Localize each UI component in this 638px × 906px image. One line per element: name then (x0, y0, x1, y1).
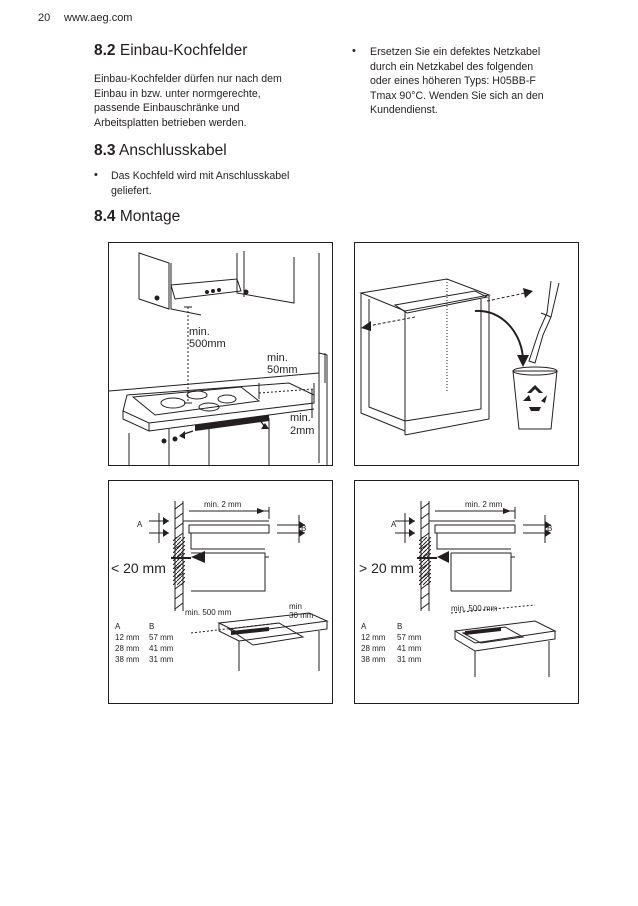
text-line: Tmax 90°C. Wenden Sie sich an den (370, 89, 544, 102)
table-cell: 12 mm (115, 633, 140, 642)
label-min-50-a: min. (267, 352, 288, 364)
text-line: passende Einbauschränke und (94, 102, 240, 115)
top-dim-label: min. 2 mm (465, 500, 503, 509)
label-min-2-a: min. (290, 412, 311, 424)
text-line: geliefert. (111, 184, 152, 197)
table-cell: 41 mm (397, 644, 422, 653)
gap-text: < 20 mm (111, 560, 166, 576)
table-cell: 57 mm (397, 633, 422, 642)
table-cell: 38 mm (115, 655, 140, 664)
section-number: 8.4 (94, 208, 116, 225)
section-title: Anschlusskabel (119, 142, 227, 159)
section-8-4-heading: 8.4 Montage (94, 208, 180, 226)
section-title: Montage (119, 208, 181, 225)
site-url: www.aeg.com (64, 12, 133, 24)
gap-more-20-drawing: min. 2 mm A B > 20 mm min. 500 mm A B 12… (359, 500, 557, 677)
label-min-500-b: 500mm (189, 338, 226, 350)
text-line: Einbau in bzw. unter normgerechte, (94, 87, 261, 100)
label-a: A (391, 520, 397, 529)
label-min-50-b: 50mm (267, 364, 298, 376)
figure-disposal (354, 242, 579, 466)
gap-text: > 20 mm (359, 560, 414, 576)
figure-kitchen-clearance: min. 500mm min. 50mm min. 2mm (108, 242, 333, 466)
table-cell: 12 mm (361, 633, 386, 642)
figure-gap-less-20: min. 2 mm A B < 20 mm min. 500 mm min 30… (108, 480, 333, 704)
table-cell: 31 mm (149, 655, 174, 664)
bullet-dot: • (94, 169, 98, 181)
depth-dim-label: min. 500 mm (185, 608, 232, 617)
table-cell: 57 mm (149, 633, 174, 642)
section-title: Einbau-Kochfelder (119, 42, 248, 59)
bullet-dot: • (352, 45, 356, 57)
section-number: 8.2 (94, 42, 116, 59)
label-min-2-b: 2mm (290, 425, 314, 437)
top-dim-label: min. 2 mm (204, 500, 242, 509)
kitchen-clearance-drawing: min. 500mm min. 50mm min. 2mm (108, 251, 328, 465)
table-header-b: B (397, 622, 402, 631)
section-8-2-text: Einbau-Kochfelder dürfen nur nach dem Ei… (94, 72, 282, 130)
text-line: Ersetzen Sie ein defektes Netzkabel (370, 46, 541, 58)
gap-less-20-drawing: min. 2 mm A B < 20 mm min. 500 mm min 30… (111, 500, 329, 671)
table-cell: 41 mm (149, 644, 174, 653)
text-line: durch ein Netzkabel des folgenden (370, 60, 534, 73)
section-8-3-text: Das Kochfeld wird mit Anschlusskabel gel… (111, 169, 289, 198)
table-cell: 38 mm (361, 655, 386, 664)
text-line: Kundendienst. (370, 104, 438, 117)
text-line: Einbau-Kochfelder dürfen nur nach dem (94, 73, 282, 85)
depth-dim-label: min. 500 mm (451, 604, 498, 613)
table-cell: 28 mm (361, 644, 386, 653)
table-cell: 28 mm (115, 644, 140, 653)
label-b: B (301, 524, 306, 533)
page-number: 20 (38, 12, 51, 24)
figure-gap-more-20: min. 2 mm A B > 20 mm min. 500 mm A B 12… (354, 480, 579, 704)
label-a: A (137, 520, 143, 529)
text-line: Arbeitsplatten betrieben werden. (94, 116, 247, 129)
text-line: Das Kochfeld wird mit Anschlusskabel (111, 170, 290, 182)
table-header-b: B (149, 622, 154, 631)
side-dim-b: 30 mm (289, 611, 314, 620)
side-dim-a: min (289, 602, 302, 611)
disposal-drawing (359, 278, 560, 436)
section-8-3-heading: 8.3 Anschlusskabel (94, 142, 227, 160)
section-8-2-heading: 8.2 Einbau-Kochfelder (94, 42, 247, 60)
label-b: B (547, 524, 552, 533)
table-header-a: A (115, 622, 121, 631)
cable-text: Ersetzen Sie ein defektes Netzkabel durc… (370, 45, 544, 118)
table-header-a: A (361, 622, 367, 631)
table-cell: 31 mm (397, 655, 422, 664)
section-number: 8.3 (94, 142, 116, 159)
label-min-500-a: min. (189, 326, 210, 338)
text-line: oder eines höheren Typs: H05BB-F (370, 75, 536, 88)
